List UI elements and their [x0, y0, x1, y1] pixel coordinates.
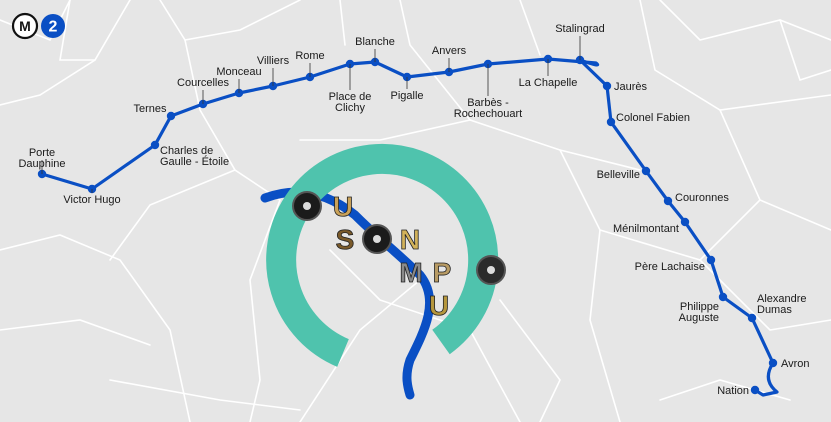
station-dot[interactable] — [663, 196, 673, 206]
logo-letter: U — [429, 290, 449, 321]
station-label-line: Clichy — [335, 102, 365, 114]
station-dot[interactable] — [718, 292, 728, 302]
logo-letter: U — [333, 191, 353, 222]
station-label-line: Rochechouart — [454, 108, 523, 120]
station-label[interactable]: Belleville — [597, 169, 640, 181]
station-label-line: Jaurès — [614, 81, 648, 93]
station-label-line: Pigalle — [390, 90, 423, 102]
station-dot[interactable] — [747, 313, 757, 323]
station-label-line: Ternes — [133, 103, 167, 115]
logo-record-hub — [373, 235, 381, 243]
station-label[interactable]: Victor Hugo — [63, 194, 120, 206]
station-label-line: Nation — [717, 385, 749, 397]
station-label-line: Stalingrad — [555, 23, 605, 35]
station-label-line: Rome — [295, 50, 324, 62]
station-label-line: Alexandre — [757, 293, 807, 305]
station-dot[interactable] — [706, 255, 716, 265]
station-label[interactable]: Père Lachaise — [635, 261, 705, 273]
station-label-line: Gaulle - Étoile — [160, 155, 229, 168]
station-label-line: Belleville — [597, 169, 640, 181]
station-dot[interactable] — [602, 81, 612, 91]
metro-logo-letter: M — [19, 18, 31, 34]
logo-letters: OUSONMPOU — [292, 191, 506, 321]
station-label[interactable]: Jaurès — [614, 81, 648, 93]
station-label-line: Place de — [329, 91, 372, 103]
line-badge: M 2 — [11, 12, 65, 40]
metro-logo-circle — [11, 12, 39, 40]
station-label-line: Barbès - — [467, 97, 509, 109]
logo-letter: P — [433, 257, 452, 288]
station-label-line: Courcelles — [177, 77, 229, 89]
station-label-line: Victor Hugo — [63, 194, 120, 206]
station-label-line: Ménilmontant — [613, 223, 679, 235]
station-label[interactable]: Stalingrad — [555, 23, 605, 35]
logo-record-hub — [303, 202, 311, 210]
station-dot[interactable] — [768, 358, 778, 368]
station-label-line: Monceau — [216, 66, 261, 78]
line-number: 2 — [49, 19, 58, 36]
station-label[interactable]: Villiers — [257, 55, 290, 67]
station-label-line: Philippe — [680, 301, 719, 313]
station-label[interactable]: Blanche — [355, 36, 395, 48]
station-dot[interactable] — [606, 117, 616, 127]
logo: OUSONMPOU — [266, 143, 506, 367]
station-dot[interactable] — [750, 385, 760, 395]
station-label-line: Villiers — [257, 55, 290, 67]
station-dot[interactable] — [150, 140, 160, 150]
station-dot[interactable] — [680, 217, 690, 227]
station-label-line: Auguste — [679, 312, 719, 324]
station-label-line: Dumas — [757, 304, 792, 316]
station-label[interactable]: Ternes — [133, 103, 167, 115]
station-label[interactable]: Ménilmontant — [613, 223, 679, 235]
station-label[interactable]: Rome — [295, 50, 324, 62]
station-label[interactable]: Anvers — [432, 45, 467, 57]
station-label[interactable]: Nation — [717, 385, 749, 397]
station-label[interactable]: La Chapelle — [519, 77, 578, 89]
station-label[interactable]: Couronnes — [675, 192, 729, 204]
station-dot[interactable] — [641, 166, 651, 176]
station-label-line: Avron — [781, 358, 810, 370]
station-label-line: Anvers — [432, 45, 467, 57]
station-dot[interactable] — [166, 111, 176, 121]
logo-ring — [266, 143, 499, 367]
river-seine — [260, 187, 434, 400]
logo-record-hub — [487, 266, 495, 274]
station-label-line: Blanche — [355, 36, 395, 48]
logo-letter: M — [399, 257, 422, 288]
station-label[interactable]: Avron — [781, 358, 810, 370]
station-label-line: Couronnes — [675, 192, 729, 204]
station-label-line: Porte — [29, 147, 55, 159]
logo-letter: S — [336, 224, 355, 255]
line-number-circle — [41, 14, 65, 38]
station-label-line: La Chapelle — [519, 77, 578, 89]
logo-letter: N — [400, 224, 420, 255]
station-label-line: Charles de — [160, 145, 213, 157]
station-label[interactable]: Courcelles — [177, 77, 229, 89]
station-label[interactable]: Pigalle — [390, 90, 423, 102]
station-label-line: Colonel Fabien — [616, 112, 690, 124]
station-label[interactable]: Barbès -Rochechouart — [454, 97, 523, 120]
station-label[interactable]: Monceau — [216, 66, 261, 78]
station-label[interactable]: Colonel Fabien — [616, 112, 690, 124]
station-label-line: Père Lachaise — [635, 261, 705, 273]
